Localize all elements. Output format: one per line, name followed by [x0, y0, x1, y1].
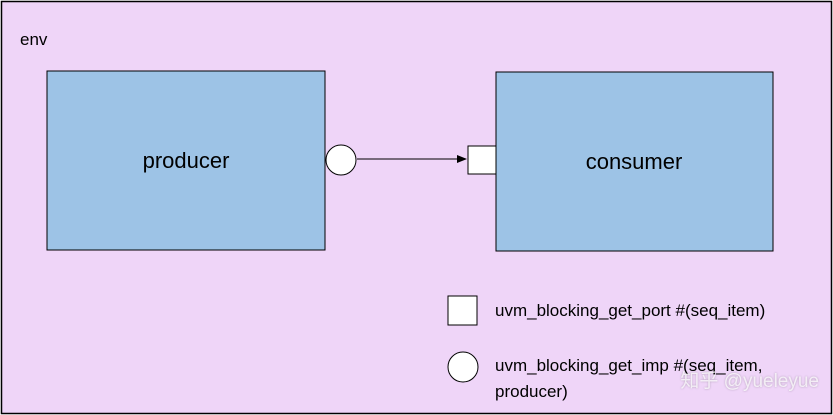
- env-label: env: [20, 30, 48, 49]
- consumer-box: [495, 71, 774, 252]
- producer-label: producer: [143, 148, 230, 173]
- legend-imp-label-line1: uvm_blocking_get_imp #(seq_item,: [495, 356, 762, 375]
- legend-port-square: [447, 295, 478, 326]
- consumer-port-square: [467, 145, 497, 175]
- legend-imp-circle: [447, 351, 479, 383]
- legend: uvm_blocking_get_port #(seq_item) uvm_bl…: [447, 295, 765, 401]
- producer-box: [46, 70, 326, 251]
- legend-port-label: uvm_blocking_get_port #(seq_item): [495, 301, 765, 320]
- watermark: 知乎 @yueleyue: [680, 371, 819, 392]
- producer-imp-circle: [325, 144, 357, 176]
- legend-imp-label-line2: producer): [495, 382, 568, 401]
- consumer-label: consumer: [586, 149, 683, 174]
